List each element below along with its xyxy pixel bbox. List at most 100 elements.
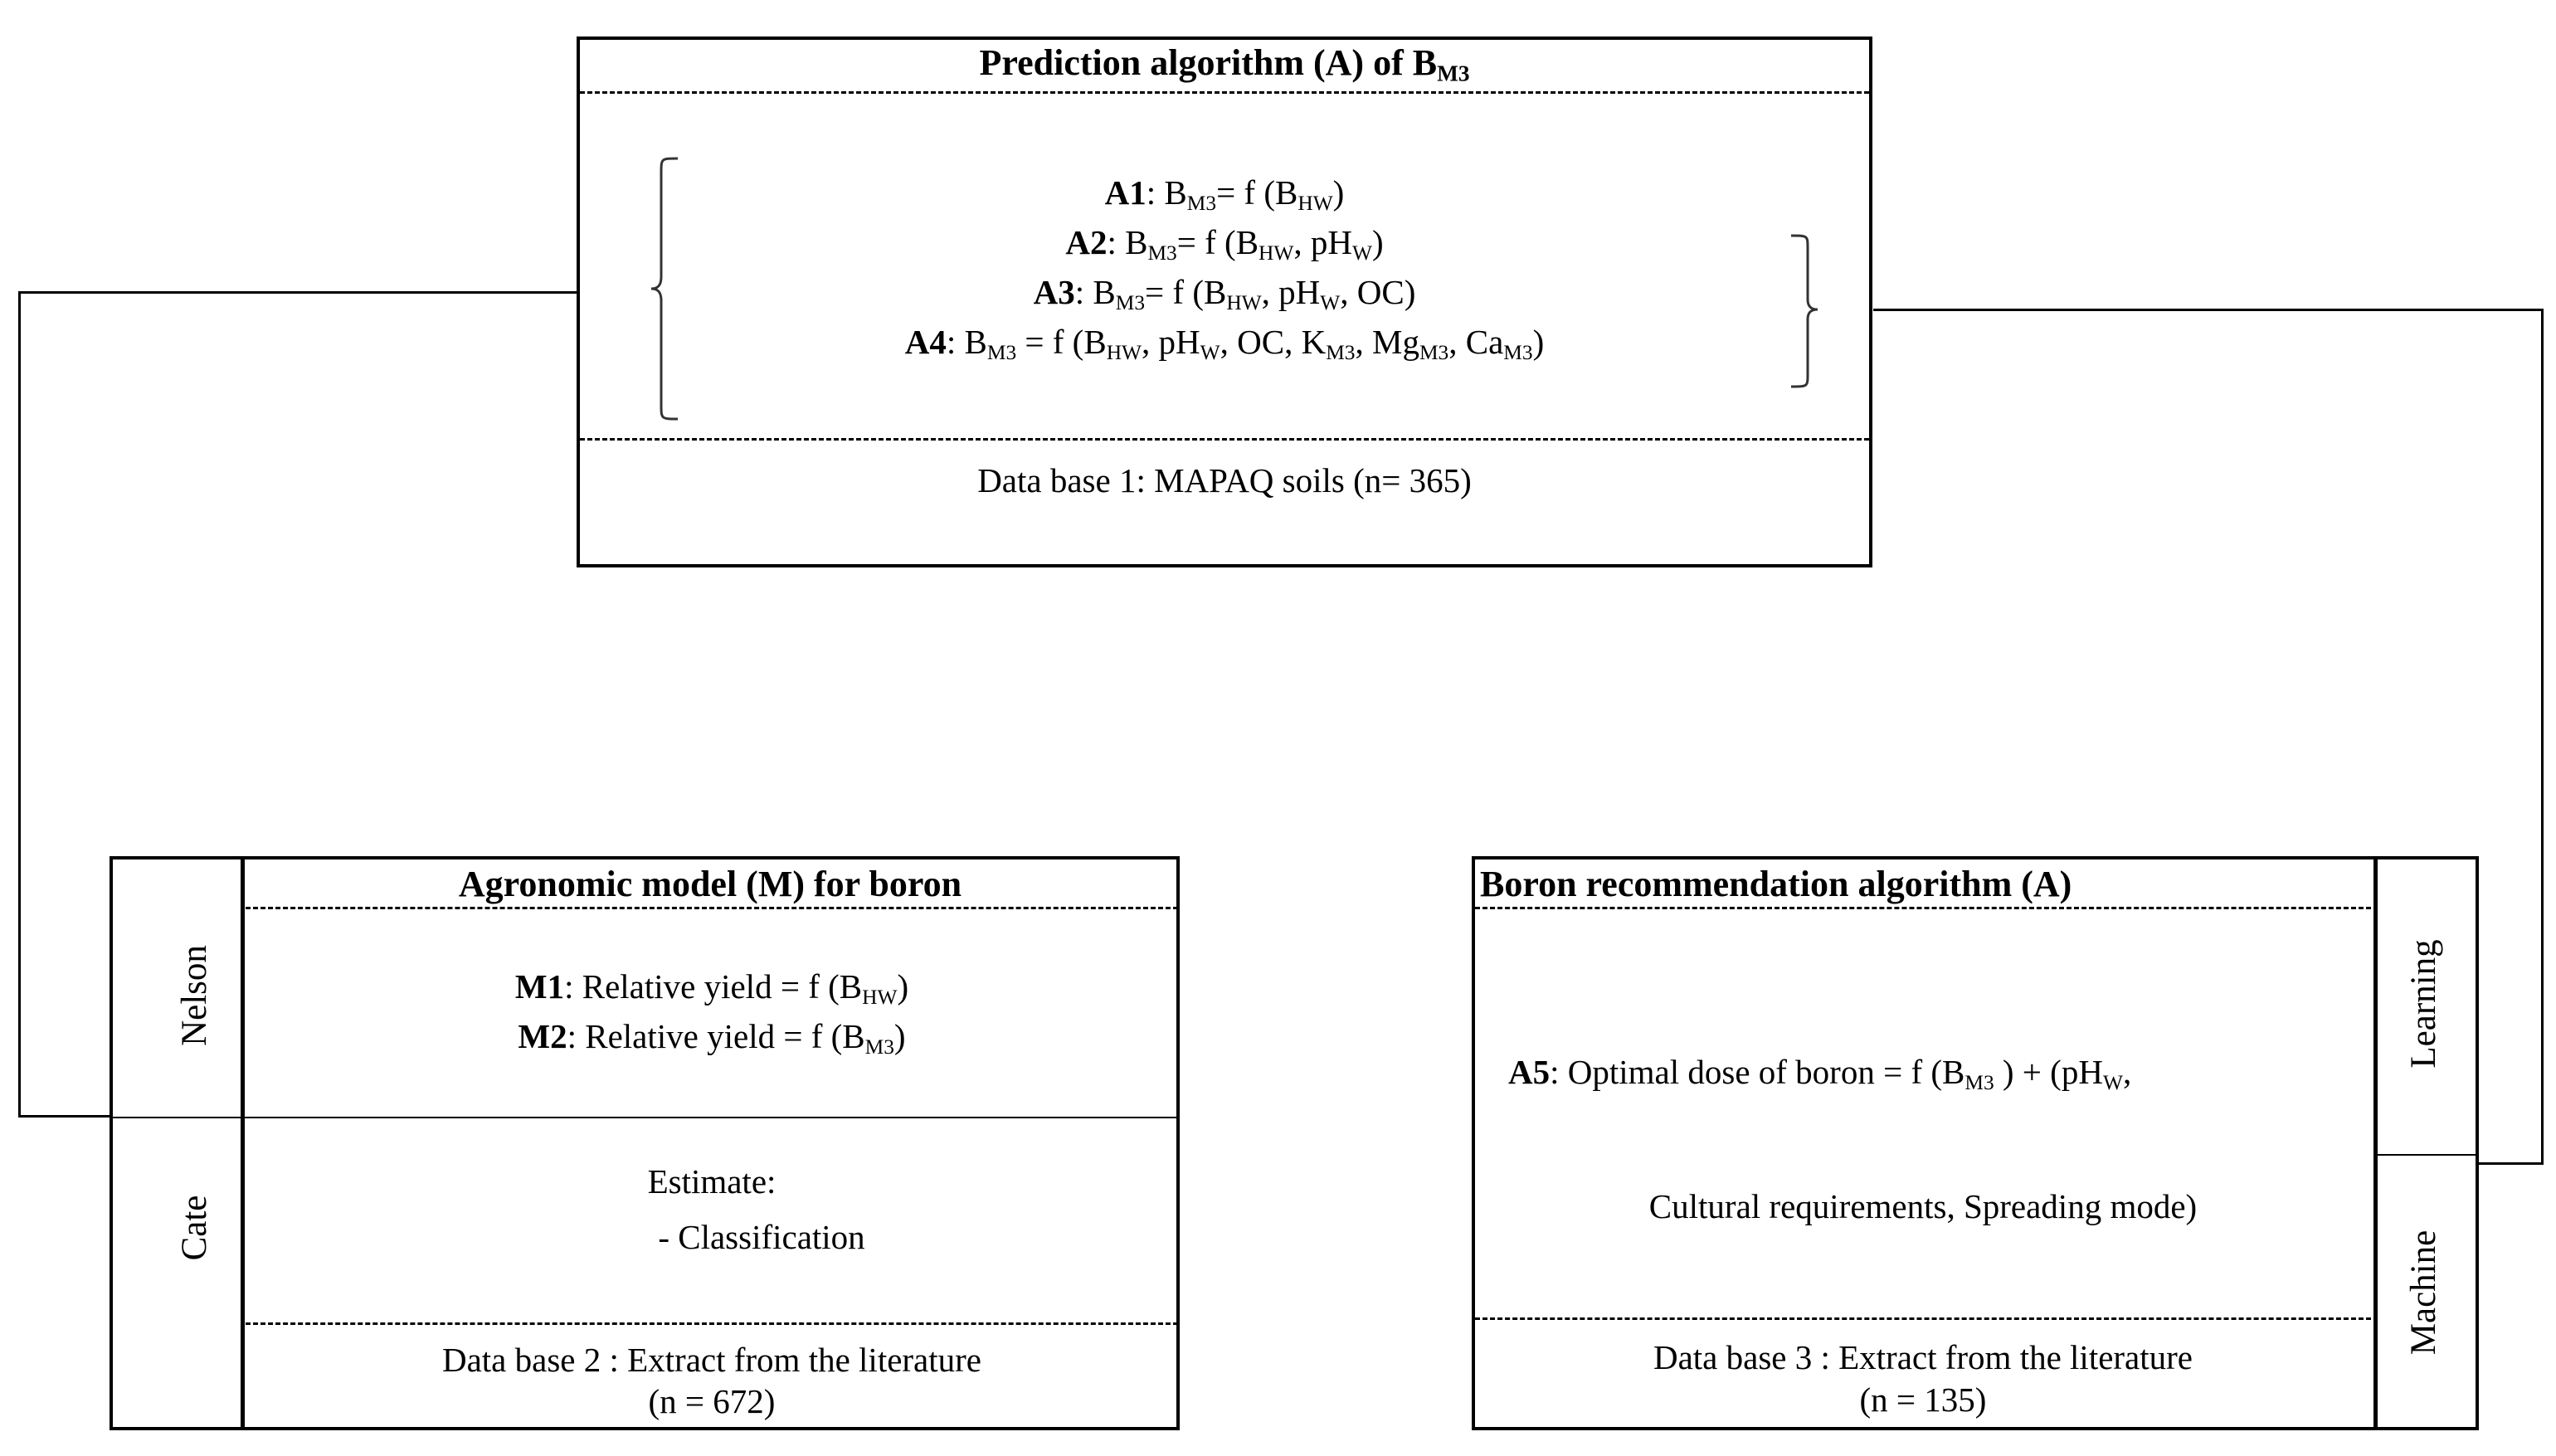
agronomic-model-title-text: Agronomic model (M) for boron [458,864,962,904]
connector-right-segment-down [2541,309,2544,1165]
boron-recommendation-header-divider [1475,907,2371,909]
formula-a4-mid: = f (B [1016,323,1107,361]
formula-a4-sub5: M3 [1419,341,1449,365]
formula-a1-label: A1 [1104,173,1147,212]
formula-a1-sub1: M3 [1186,192,1217,216]
formula-a4-tail5: ) [1532,323,1545,361]
agronomic-model-estimate-heading: Estimate: [246,1161,1178,1201]
agronomic-model-database-line1-text: Data base 2 : Extract from the literatur… [441,1341,981,1379]
left-brace-icon [650,157,679,421]
boron-recommendation-database-line2-text: (n = 135) [1859,1381,1987,1419]
formula-m1: M1: Relative yield = f (BHW) [246,967,1178,1010]
formula-m2-text: : Relative yield = f (B [567,1017,865,1055]
agronomic-model-estimate-item: - Classification [295,1217,1228,1257]
formula-a4-tail: , pH [1142,323,1200,361]
agronomic-model-header-divider [246,907,1178,909]
formula-a4-sub6: M3 [1503,341,1533,365]
agronomic-model-side-label-cate-text: Cate [175,1195,214,1261]
boron-recommendation-side-label-machine: Machine [2399,1201,2449,1384]
boron-recommendation-database-line1-text: Data base 3 : Extract from the literatur… [1653,1338,2193,1376]
agronomic-model-estimate-item-text: - Classification [658,1218,865,1256]
formula-a4-tail3: , Mg [1355,323,1419,361]
agronomic-model-database-line1: Data base 2 : Extract from the literatur… [246,1340,1178,1380]
formula-a2-tail: , pH [1293,223,1352,261]
formula-a1-sub2: HW [1297,192,1333,216]
boron-recommendation-title-text: Boron recommendation algorithm (A) [1480,864,2072,904]
formula-a2-mid: = f (B [1176,223,1259,261]
boron-recommendation-side-label-machine-text: Machine [2404,1230,2443,1356]
formula-a3-tail2: , OC) [1340,273,1416,311]
agronomic-model-box [110,856,1180,1430]
agronomic-model-footer-divider [246,1322,1178,1325]
formula-m2-tail: ) [893,1017,906,1055]
connector-right-segment-top [1873,309,2544,311]
formula-m2-label: M2 [518,1017,567,1055]
formula-a3-sub3: W [1320,291,1341,315]
formula-a3-sub1: M3 [1115,291,1146,315]
formula-m1-text: : Relative yield = f (B [564,967,863,1006]
boron-recommendation-side-label-learning-text: Learning [2404,939,2443,1069]
formula-a4-sub1: M3 [986,341,1017,365]
formula-a2-label: A2 [1065,223,1108,261]
formula-a2-sub2: HW [1259,241,1294,265]
formula-a5-mid: ) + (pH [1994,1053,2103,1091]
prediction-algorithm-box [577,37,1872,567]
agronomic-model-title: Agronomic model (M) for boron [246,863,1175,905]
formula-a3: A3: BM3= f (BHW, pHW, OC) [577,272,1872,315]
agronomic-model-side-label-cate: Cate [170,1145,220,1311]
boron-recommendation-box [1472,856,2479,1430]
formula-a2-sub3: W [1351,241,1372,265]
formula-a5-line1: A5: Optimal dose of boron = f (BM3 ) + (… [1508,1052,2132,1095]
formula-m1-tail: ) [897,967,909,1006]
connector-left-segment-down [18,291,21,1118]
right-brace-icon [1790,234,1818,388]
agronomic-model-side-label-nelson: Nelson [170,913,220,1079]
formula-a4-tail2: , OC, K [1220,323,1327,361]
formula-a3-t1: : B [1074,273,1116,311]
formula-a3-mid: = f (B [1145,273,1227,311]
formula-a5-sub2: W [2102,1071,2123,1095]
connector-left-segment-top [18,291,632,294]
prediction-algorithm-title-text: Prediction algorithm (A) of B [979,42,1438,83]
prediction-algorithm-database-label: Data base 1: MAPAQ soils (n= 365) [577,460,1872,500]
formula-a4-tail4: , Ca [1448,323,1504,361]
formula-a2-sub1: M3 [1147,241,1177,265]
boron-recommendation-row-divider [2374,1154,2477,1156]
formula-a5-tail: , [2122,1053,2132,1091]
boron-recommendation-footer-divider [1475,1317,2371,1320]
formula-a2-tail2: ) [1371,223,1384,261]
agronomic-model-estimate-heading-text: Estimate: [647,1162,777,1200]
formula-a1-t1: : B [1146,173,1187,212]
boron-recommendation-side-divider [2373,858,2378,1429]
agronomic-model-side-divider [241,858,245,1429]
agronomic-model-database-line2-text: (n = 672) [648,1382,776,1420]
formula-a3-label: A3 [1033,273,1075,311]
prediction-algorithm-title: Prediction algorithm (A) of BM3 [577,41,1872,86]
boron-recommendation-title: Boron recommendation algorithm (A) [1480,863,2072,905]
prediction-algorithm-database-text: Data base 1: MAPAQ soils (n= 365) [977,461,1472,499]
formula-m1-sub: HW [862,986,898,1010]
formula-a4-sub3: W [1200,341,1220,365]
prediction-algorithm-title-subscript: M3 [1437,61,1470,86]
formula-a5-line2-text: Cultural requirements, Spreading mode) [1648,1187,2198,1225]
formula-m2: M2: Relative yield = f (BM3) [246,1016,1178,1059]
formula-m2-sub: M3 [864,1035,894,1059]
boron-recommendation-database-line2: (n = 135) [1475,1380,2371,1419]
formula-a5-text: : Optimal dose of boron = f (B [1550,1053,1965,1091]
formula-a1-mid: = f (B [1216,173,1298,212]
formula-a3-tail: , pH [1261,273,1321,311]
formula-a2-t1: : B [1107,223,1148,261]
formula-a4-sub4: M3 [1326,341,1356,365]
formula-a5-line2: Cultural requirements, Spreading mode) [1475,1186,2371,1226]
boron-recommendation-database-line1: Data base 3 : Extract from the literatur… [1475,1337,2371,1377]
prediction-algorithm-footer-divider [580,438,1869,441]
formula-m1-label: M1 [514,967,565,1006]
prediction-algorithm-header-divider [580,91,1869,94]
boron-recommendation-side-label-learning: Learning [2399,913,2449,1095]
formula-a3-sub2: HW [1226,291,1262,315]
formula-a5-sub1: M3 [1964,1071,1994,1095]
formula-a1-tail: ) [1332,173,1345,212]
formula-a4-t1: : B [946,323,987,361]
formula-a1: A1: BM3= f (BHW) [577,173,1872,216]
